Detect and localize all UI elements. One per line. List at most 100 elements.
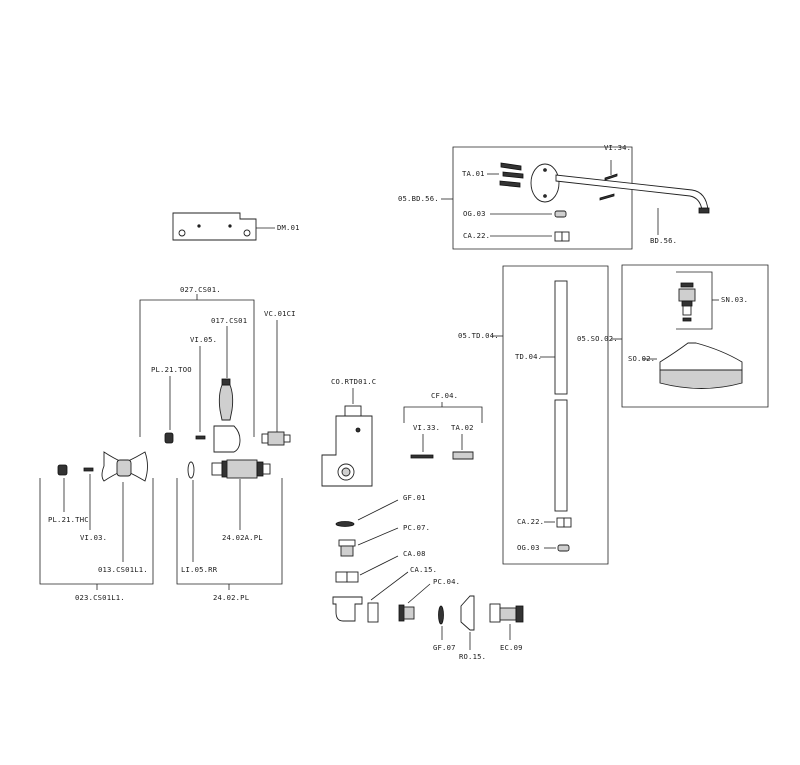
sn03-bracket xyxy=(676,271,713,330)
label-pc-07: PC.07. xyxy=(403,523,430,532)
label-og-03-low: OG.03 xyxy=(517,543,540,552)
label-gf-07: GF.07 xyxy=(433,643,456,652)
label-sn-03: SN.03. xyxy=(721,295,748,304)
body-outlet-core xyxy=(341,467,351,477)
connector-pc-07 xyxy=(340,545,354,557)
cf04-bracket xyxy=(403,406,483,423)
swivel-nut-sn-03 xyxy=(682,305,692,316)
label-ca-15: CA.15. xyxy=(410,565,437,574)
cartridge-24-02a-pl xyxy=(211,462,223,476)
cap-ca-08 xyxy=(346,571,359,583)
label-24-02-pl: 24.02.PL xyxy=(213,593,249,602)
ca15-leader xyxy=(370,571,409,601)
swivel-nut-sn-03 xyxy=(678,288,696,302)
label-ta-01: TA.01 xyxy=(462,169,485,178)
pc04-leader xyxy=(407,583,431,604)
label-vi-03: VI.03. xyxy=(80,533,107,542)
label-td-04: TD.04. xyxy=(515,352,542,361)
anchor-ta-01 xyxy=(502,171,524,179)
cap-ca-22-top xyxy=(554,231,563,242)
label-gf-01: GF.01 xyxy=(403,493,426,502)
screw-vi-03 xyxy=(83,467,94,472)
label-pl-21-too: PL.21.TOO xyxy=(151,365,192,374)
label-ca-22-top: CA.22. xyxy=(463,231,490,240)
label-og-03-top: OG.03 xyxy=(463,209,486,218)
shower-head-face xyxy=(659,369,743,389)
label-017-cs01: 017.CS01 xyxy=(211,316,247,325)
dm01-group: DM.01 xyxy=(172,212,300,241)
cartridge-24-02a-pl xyxy=(226,459,258,479)
screw-vi-34 xyxy=(604,173,618,181)
screw-vi-34 xyxy=(599,193,615,201)
plug-pl-21-too xyxy=(164,432,174,444)
label-ec-09: EC.09 xyxy=(500,643,523,652)
label-ca-08: CA.08 xyxy=(403,549,426,558)
flange-hole xyxy=(543,168,547,172)
screw-vi-33 xyxy=(410,454,434,459)
label-ta-02: TA.02 xyxy=(451,423,474,432)
body-top-nipple xyxy=(344,405,362,417)
plate-hole xyxy=(228,224,232,228)
shower-head-so-02 xyxy=(659,342,743,371)
template-plate-dm-01 xyxy=(172,212,257,241)
label-pc-04: PC.04. xyxy=(433,577,460,586)
oring-og-03-top xyxy=(554,210,567,218)
connector-pc-07 xyxy=(338,539,356,547)
valve-group: 027.CS01. VC.01CI 017.CS01 VI.05. PL.21.… xyxy=(39,285,296,602)
cap-ca-22-top xyxy=(561,231,570,242)
plate-hole xyxy=(243,229,251,237)
ring-li-05-rr xyxy=(187,461,195,479)
gf01-leader xyxy=(357,499,399,521)
bd56-group-bracket xyxy=(452,146,633,250)
connector-pc-04 xyxy=(398,604,405,622)
anchor-ta-01 xyxy=(500,162,522,171)
label-24-02a-pl: 24.02A.PL xyxy=(222,533,263,542)
gasket-gf-01 xyxy=(335,521,355,527)
td04-group-bracket xyxy=(502,265,609,565)
label-co-rtd01-c: CO.RTD01.C xyxy=(331,377,376,386)
bd56-group: 05.BD.56. VI.34. TA.01 OG.03 CA.22. BD.5… xyxy=(398,143,710,250)
label-li-05-rr: LI.05.RR xyxy=(181,565,218,574)
lever-handle-017-cs01 xyxy=(218,384,234,421)
cross-handle-013-cs01l1 xyxy=(123,451,148,482)
label-05-td-04: 05.TD.04. xyxy=(458,331,499,340)
lever-cap xyxy=(221,378,231,386)
label-cf-04: CF.04. xyxy=(431,391,458,400)
td04-group: 05.TD.04. TD.04. CA.22. OG.03 xyxy=(458,265,609,565)
valve-core-vc-01ci xyxy=(261,433,269,444)
anchor-ta-02 xyxy=(452,451,474,460)
label-vi-05: VI.05. xyxy=(190,335,217,344)
lever-base xyxy=(213,425,241,453)
eccentric-ec-09 xyxy=(499,607,517,621)
plug-pl-21-thc xyxy=(57,464,68,476)
elbow-fitting xyxy=(332,596,363,622)
label-dm-01: DM.01 xyxy=(277,223,300,232)
flange-hole xyxy=(543,194,547,198)
label-027-cs01: 027.CS01. xyxy=(180,285,221,294)
cap-ca-22-low xyxy=(563,517,572,528)
cap-ca-08 xyxy=(335,571,348,583)
plate-hole xyxy=(178,229,186,237)
pc07-leader xyxy=(357,527,399,546)
ca08-leader xyxy=(359,555,399,576)
cf04-group: CF.04. VI.33. TA.02 xyxy=(403,391,483,460)
arm-outlet xyxy=(698,207,710,214)
tube-td-04-lower xyxy=(554,399,568,512)
plate-hole xyxy=(197,224,201,228)
label-023-cs01l1: 023.CS01L1. xyxy=(75,593,125,602)
rtd01-group: CO.RTD01.C xyxy=(321,377,376,487)
cap-ca-22-low xyxy=(556,517,565,528)
cross-handle-hub xyxy=(116,459,132,477)
label-pl-21-thc: PL.21.THC xyxy=(48,515,89,524)
label-so-02: SO.02. xyxy=(628,354,655,363)
anchor-ta-01 xyxy=(499,180,521,188)
label-013-cs01l1: 013.CS01L1. xyxy=(98,565,148,574)
body-screw xyxy=(355,427,361,433)
mixer-body-co-rtd01-c xyxy=(321,415,373,487)
oring-og-03-low xyxy=(557,544,570,552)
gasket-gf-07 xyxy=(438,605,444,625)
cartridge-24-02a-pl xyxy=(262,463,271,475)
label-bd-56: BD.56. xyxy=(650,236,677,245)
screw-vi-05 xyxy=(195,435,206,440)
